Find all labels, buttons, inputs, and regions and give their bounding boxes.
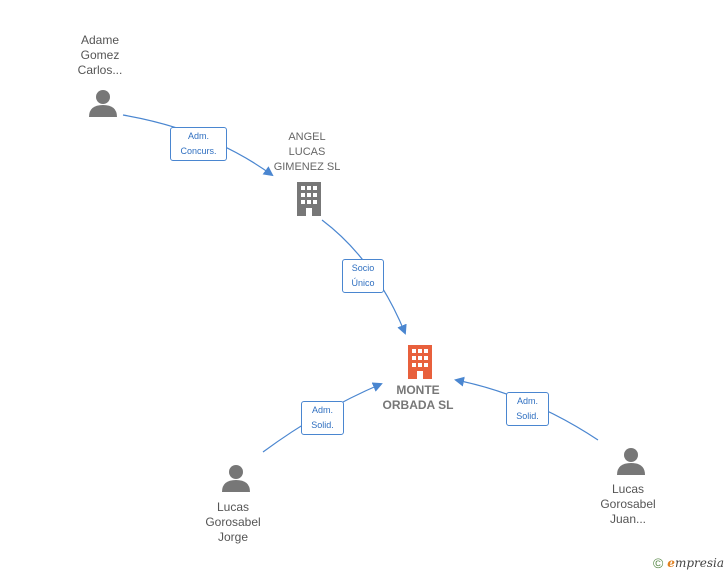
footer-brand: © empresia xyxy=(653,555,724,571)
edge-label-socio-unico[interactable]: Socio Único xyxy=(342,259,384,293)
edge-label-adm-concurs[interactable]: Adm. Concurs. xyxy=(170,127,227,161)
company-label-monte: MONTE ORBADA SL xyxy=(382,383,454,412)
building-icon-target[interactable] xyxy=(404,343,436,379)
person-label-juan: Lucas Gorosabel Juan... xyxy=(600,482,656,526)
brand-logo: empresia xyxy=(667,556,724,570)
copyright-icon: © xyxy=(652,555,664,571)
edge-label-adm-solid-juan[interactable]: Adm. Solid. xyxy=(506,392,549,426)
person-icon[interactable] xyxy=(88,88,118,118)
person-icon[interactable] xyxy=(616,446,646,476)
person-label-jorge: Lucas Gorosabel Jorge xyxy=(205,500,261,544)
person-label-adame: Adame Gomez Carlos... xyxy=(77,33,123,77)
company-label-angel: ANGEL LUCAS GIMENEZ SL xyxy=(273,131,341,173)
person-icon[interactable] xyxy=(221,463,251,493)
building-icon[interactable] xyxy=(293,180,325,216)
edge-label-adm-solid-jorge[interactable]: Adm. Solid. xyxy=(301,401,344,435)
